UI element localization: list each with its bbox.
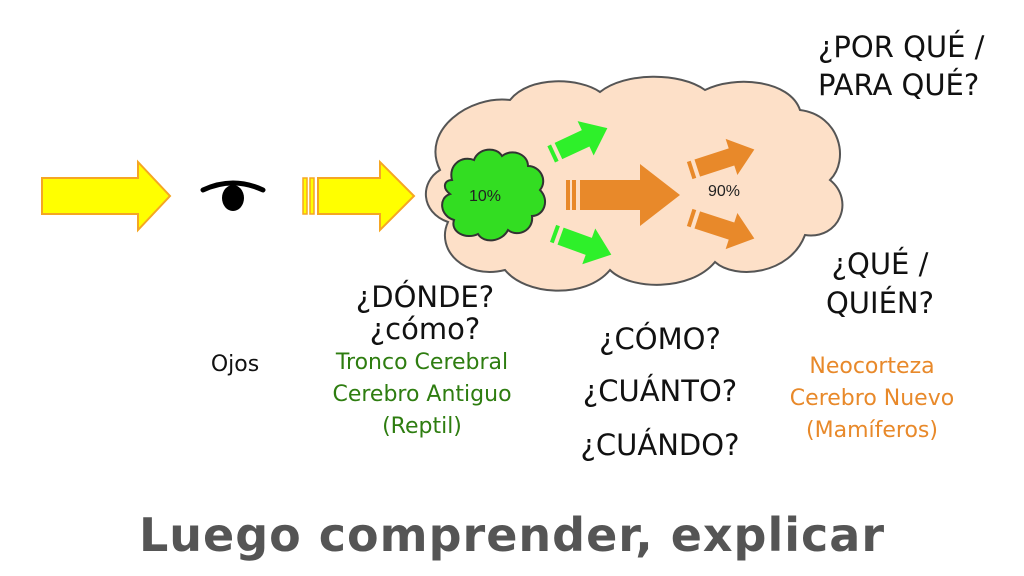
question-how: ¿CÓMO? — [599, 322, 721, 356]
question-what-line2: QUIÉN? — [825, 286, 934, 320]
question-how-much: ¿CUÁNTO? — [582, 374, 738, 408]
question-why-line2: PARA QUÉ? — [818, 68, 980, 102]
orange-arrow-lower — [686, 208, 755, 250]
input-arrow-1 — [41, 159, 172, 233]
neocortex-line2: Cerebro Nuevo — [789, 386, 955, 411]
input-arrow-2 — [302, 159, 416, 233]
neocortex-line1: Neocorteza — [809, 354, 935, 379]
footer-title: Luego comprender, explicar — [138, 508, 886, 562]
question-how-lower: ¿cómo? — [369, 312, 481, 346]
brainstem-line1: Tronco Cerebral — [335, 350, 509, 375]
brainstem-line2: Cerebro Antiguo — [332, 382, 512, 407]
brainstem-blob — [441, 148, 547, 242]
green-arrow-lower — [549, 224, 612, 265]
question-where: ¿DÓNDE? — [355, 280, 495, 314]
neocortex-line3: (Mamíferos) — [806, 418, 938, 443]
question-what-line1: ¿QUÉ / — [831, 247, 929, 281]
percent-large-label: 90% — [708, 183, 741, 200]
orange-arrow-upper — [686, 138, 755, 180]
eye-icon — [200, 180, 266, 211]
orange-arrow-main — [566, 164, 680, 226]
label-eyes: Ojos — [210, 352, 260, 377]
question-why-line1: ¿POR QUÉ / — [818, 30, 985, 64]
brainstem-line3: (Reptil) — [382, 414, 462, 439]
green-arrow-upper — [547, 121, 608, 163]
percent-small-label: 10% — [469, 188, 502, 205]
question-when: ¿CUÁNDO? — [580, 428, 740, 462]
